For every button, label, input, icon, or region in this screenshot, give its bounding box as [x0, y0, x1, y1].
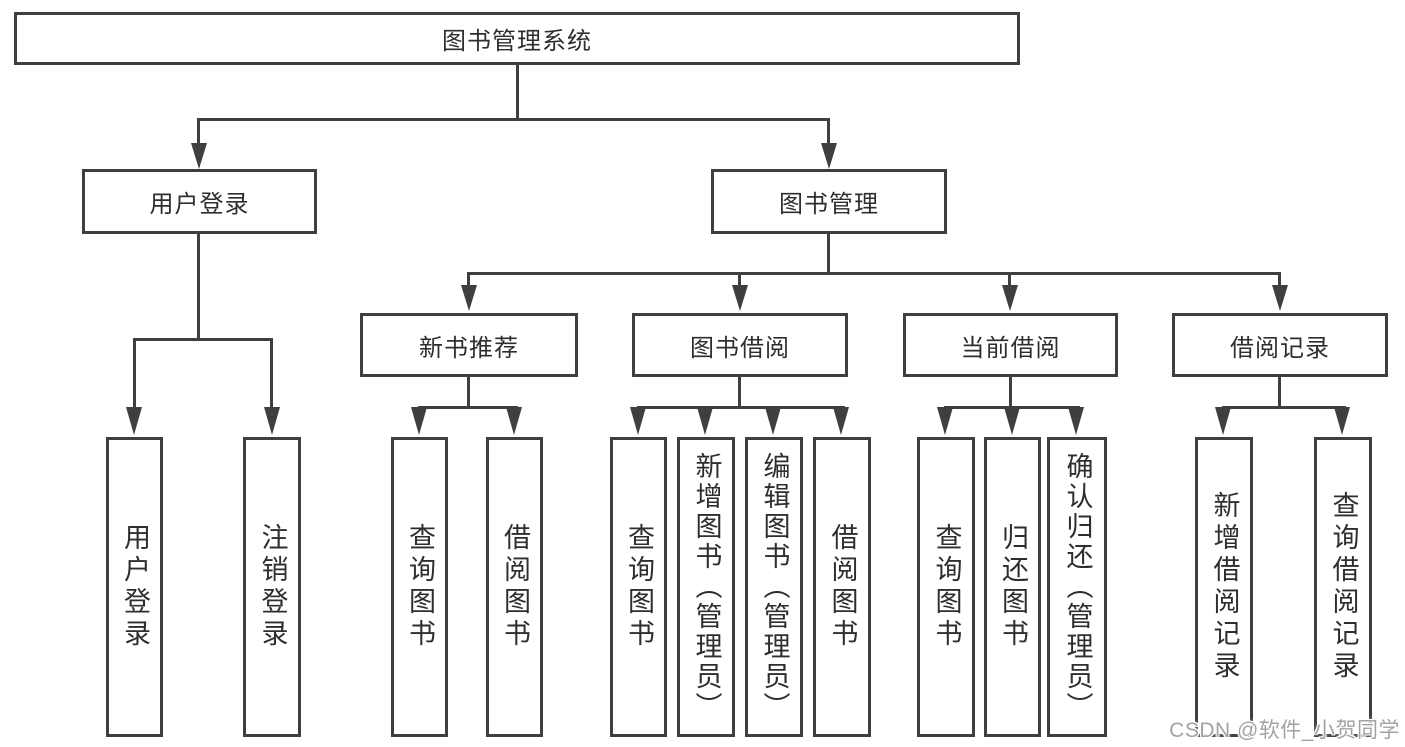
arrow-down-icon: [191, 143, 207, 169]
leaf-borrowing-edit-books-admin: 编辑图书（管理员）: [745, 437, 803, 737]
arrow-down-icon: [411, 407, 427, 435]
arrow-down-icon: [833, 407, 849, 435]
arrow-down-icon: [1004, 407, 1020, 435]
node-book-management-label: 图书管理: [779, 191, 879, 218]
leaf-current-confirm-return-admin-label: 确认归还（管理员）: [1062, 452, 1093, 722]
connector-userlogin-drop-left: [133, 338, 136, 410]
leaf-current-confirm-return-admin: 确认归还（管理员）: [1047, 437, 1107, 737]
node-book-borrowing: 图书借阅: [632, 313, 848, 377]
arrow-down-icon: [732, 285, 748, 311]
leaf-borrowing-query-books-label: 查询图书: [624, 523, 654, 651]
arrow-down-icon: [765, 407, 781, 435]
arrow-down-icon: [1002, 285, 1018, 311]
connector-userlogin-drop-right: [270, 338, 273, 410]
arrow-down-icon: [937, 407, 953, 435]
leaf-user-login-label: 用户登录: [120, 523, 150, 651]
leaf-logout-login-label: 注销登录: [257, 523, 288, 651]
leaf-borrowing-query-books: 查询图书: [610, 437, 667, 737]
arrow-down-icon: [126, 407, 142, 435]
leaf-user-login: 用户登录: [106, 437, 163, 737]
node-new-book-recommend: 新书推荐: [360, 313, 578, 377]
leaf-current-return-books: 归还图书: [984, 437, 1041, 737]
node-book-management: 图书管理: [711, 169, 947, 234]
connector-records-stem: [1278, 377, 1281, 409]
leaf-newbook-query-books-label: 查询图书: [405, 523, 435, 651]
leaf-records-add-record: 新增借阅记录: [1195, 437, 1253, 737]
arrow-down-icon: [630, 407, 646, 435]
arrow-down-icon: [461, 285, 477, 311]
arrow-down-icon: [1068, 407, 1084, 435]
leaf-borrowing-edit-books-admin-label: 编辑图书（管理员）: [759, 452, 790, 722]
arrow-down-icon: [1272, 285, 1288, 311]
connector-bookmgmt-stem: [827, 234, 830, 274]
leaf-logout-login: 注销登录: [243, 437, 301, 737]
leaf-records-add-record-label: 新增借阅记录: [1209, 491, 1240, 683]
connector-root-stem: [516, 65, 519, 121]
node-root: 图书管理系统: [14, 12, 1020, 65]
leaf-current-query-books-label: 查询图书: [931, 523, 962, 651]
leaf-borrowing-borrow-books-label: 借阅图书: [827, 523, 858, 651]
leaf-records-query-record-label: 查询借阅记录: [1328, 491, 1359, 683]
leaf-current-return-books-label: 归还图书: [998, 523, 1028, 651]
node-root-label: 图书管理系统: [442, 28, 592, 55]
node-user-login: 用户登录: [82, 169, 317, 234]
leaf-newbook-borrow-books: 借阅图书: [486, 437, 543, 737]
arrow-down-icon: [506, 407, 522, 435]
node-user-login-label: 用户登录: [149, 191, 250, 218]
connector-currentborrow-stem: [1009, 377, 1012, 409]
connector-root-drop-right: [827, 118, 830, 144]
arrow-down-icon: [1334, 407, 1350, 435]
connector-bookmgmt-hline: [467, 272, 1281, 275]
connector-root-hline: [197, 118, 830, 121]
connector-bookmgmt-drop: [1278, 272, 1281, 286]
arrow-down-icon: [697, 407, 713, 435]
leaf-borrowing-add-books-admin-label: 新增图书（管理员）: [691, 452, 722, 722]
connector-records-hline: [1222, 406, 1346, 409]
connector-newbook-stem: [467, 377, 470, 409]
leaf-borrowing-add-books-admin: 新增图书（管理员）: [677, 437, 735, 737]
connector-userlogin-stem: [197, 234, 200, 341]
connector-bookmgmt-drop: [738, 272, 741, 286]
leaf-borrowing-borrow-books: 借阅图书: [813, 437, 871, 737]
node-book-borrowing-label: 图书借阅: [690, 334, 790, 362]
node-current-borrowing: 当前借阅: [903, 313, 1118, 377]
leaf-current-query-books: 查询图书: [917, 437, 975, 737]
arrow-down-icon: [264, 407, 280, 435]
arrow-down-icon: [1215, 407, 1231, 435]
leaf-records-query-record: 查询借阅记录: [1314, 437, 1372, 737]
leaf-newbook-query-books: 查询图书: [391, 437, 448, 737]
connector-bookmgmt-drop: [1008, 272, 1011, 286]
connector-newbook-hline: [418, 406, 518, 409]
node-borrowing-records: 借阅记录: [1172, 313, 1388, 377]
watermark: CSDN @软件_小贺同学: [1169, 719, 1400, 742]
connector-bookmgmt-drop: [467, 272, 470, 286]
leaf-newbook-borrow-books-label: 借阅图书: [500, 523, 530, 651]
node-current-borrowing-label: 当前借阅: [960, 334, 1061, 362]
connector-root-drop-left: [197, 118, 200, 144]
connector-bookborrow-hline: [637, 406, 845, 409]
node-new-book-recommend-label: 新书推荐: [419, 334, 519, 362]
connector-bookborrow-stem: [738, 377, 741, 409]
node-borrowing-records-label: 借阅记录: [1230, 334, 1330, 362]
arrow-down-icon: [821, 143, 837, 169]
connector-userlogin-hline: [133, 338, 273, 341]
